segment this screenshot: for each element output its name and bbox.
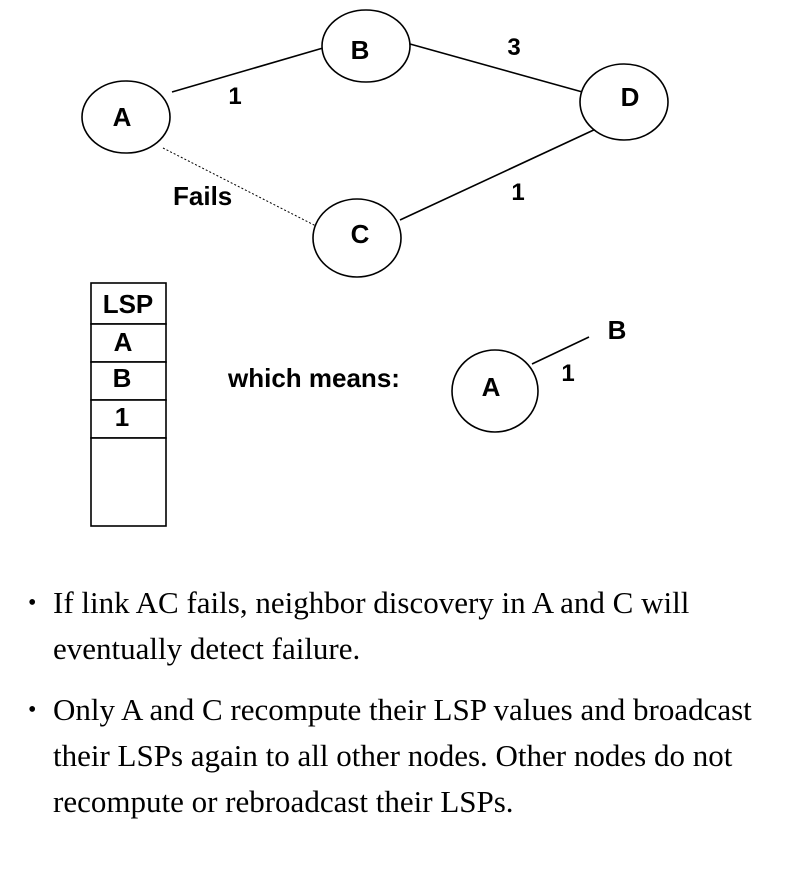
- node-d: D: [579, 63, 669, 141]
- network-diagram: 1 3 1 Fails A B C D LSP A B 1 which mean…: [81, 9, 669, 527]
- bullet-text: Only A and C recompute their LSP values …: [53, 692, 752, 819]
- weight-b-d: 3: [507, 34, 520, 61]
- edge-a-b: [171, 47, 324, 93]
- lsp-table: LSP A B 1: [90, 282, 167, 527]
- meaning-node-b-label: B: [608, 315, 627, 345]
- bullet-item: • Only A and C recompute their LSP values…: [28, 687, 778, 825]
- lsp-row-cell: [90, 399, 167, 439]
- lsp-header: LSP: [103, 289, 154, 319]
- fails-label: Fails: [173, 181, 232, 211]
- node-c-label: C: [351, 219, 370, 249]
- bullet-text: If link AC fails, neighbor discovery in …: [53, 585, 690, 666]
- weight-a-b: 1: [228, 83, 241, 110]
- lsp-header-cell: [90, 282, 167, 325]
- edge-a-c-failed: [162, 147, 317, 227]
- node-b-label: B: [351, 35, 370, 65]
- node-a-label: A: [113, 102, 132, 132]
- edge-c-d: [399, 127, 599, 221]
- node-d-label: D: [621, 82, 640, 112]
- lsp-row-2: B: [113, 363, 132, 393]
- bullet-dot-icon: •: [28, 590, 37, 616]
- bullet-dot-icon: •: [28, 697, 37, 723]
- meaning-node-a: A: [451, 349, 539, 433]
- lsp-row-cell: [90, 437, 167, 527]
- weight-c-d: 1: [511, 179, 524, 206]
- edge-b-d: [409, 43, 587, 94]
- meaning-node-a-label: A: [482, 372, 501, 402]
- bullet-item: • If link AC fails, neighbor discovery in…: [28, 580, 778, 672]
- bullet-list: • If link AC fails, neighbor discovery in…: [28, 580, 778, 840]
- which-means-label: which means:: [227, 363, 400, 393]
- lsp-row-cell: [90, 361, 167, 401]
- meaning-edge-a-b: [531, 336, 590, 365]
- node-a: A: [81, 80, 171, 154]
- meaning-weight: 1: [561, 360, 574, 387]
- lsp-row-3: 1: [115, 402, 129, 432]
- node-c: C: [312, 198, 402, 278]
- lsp-row-1: A: [114, 327, 133, 357]
- node-b: B: [321, 9, 411, 83]
